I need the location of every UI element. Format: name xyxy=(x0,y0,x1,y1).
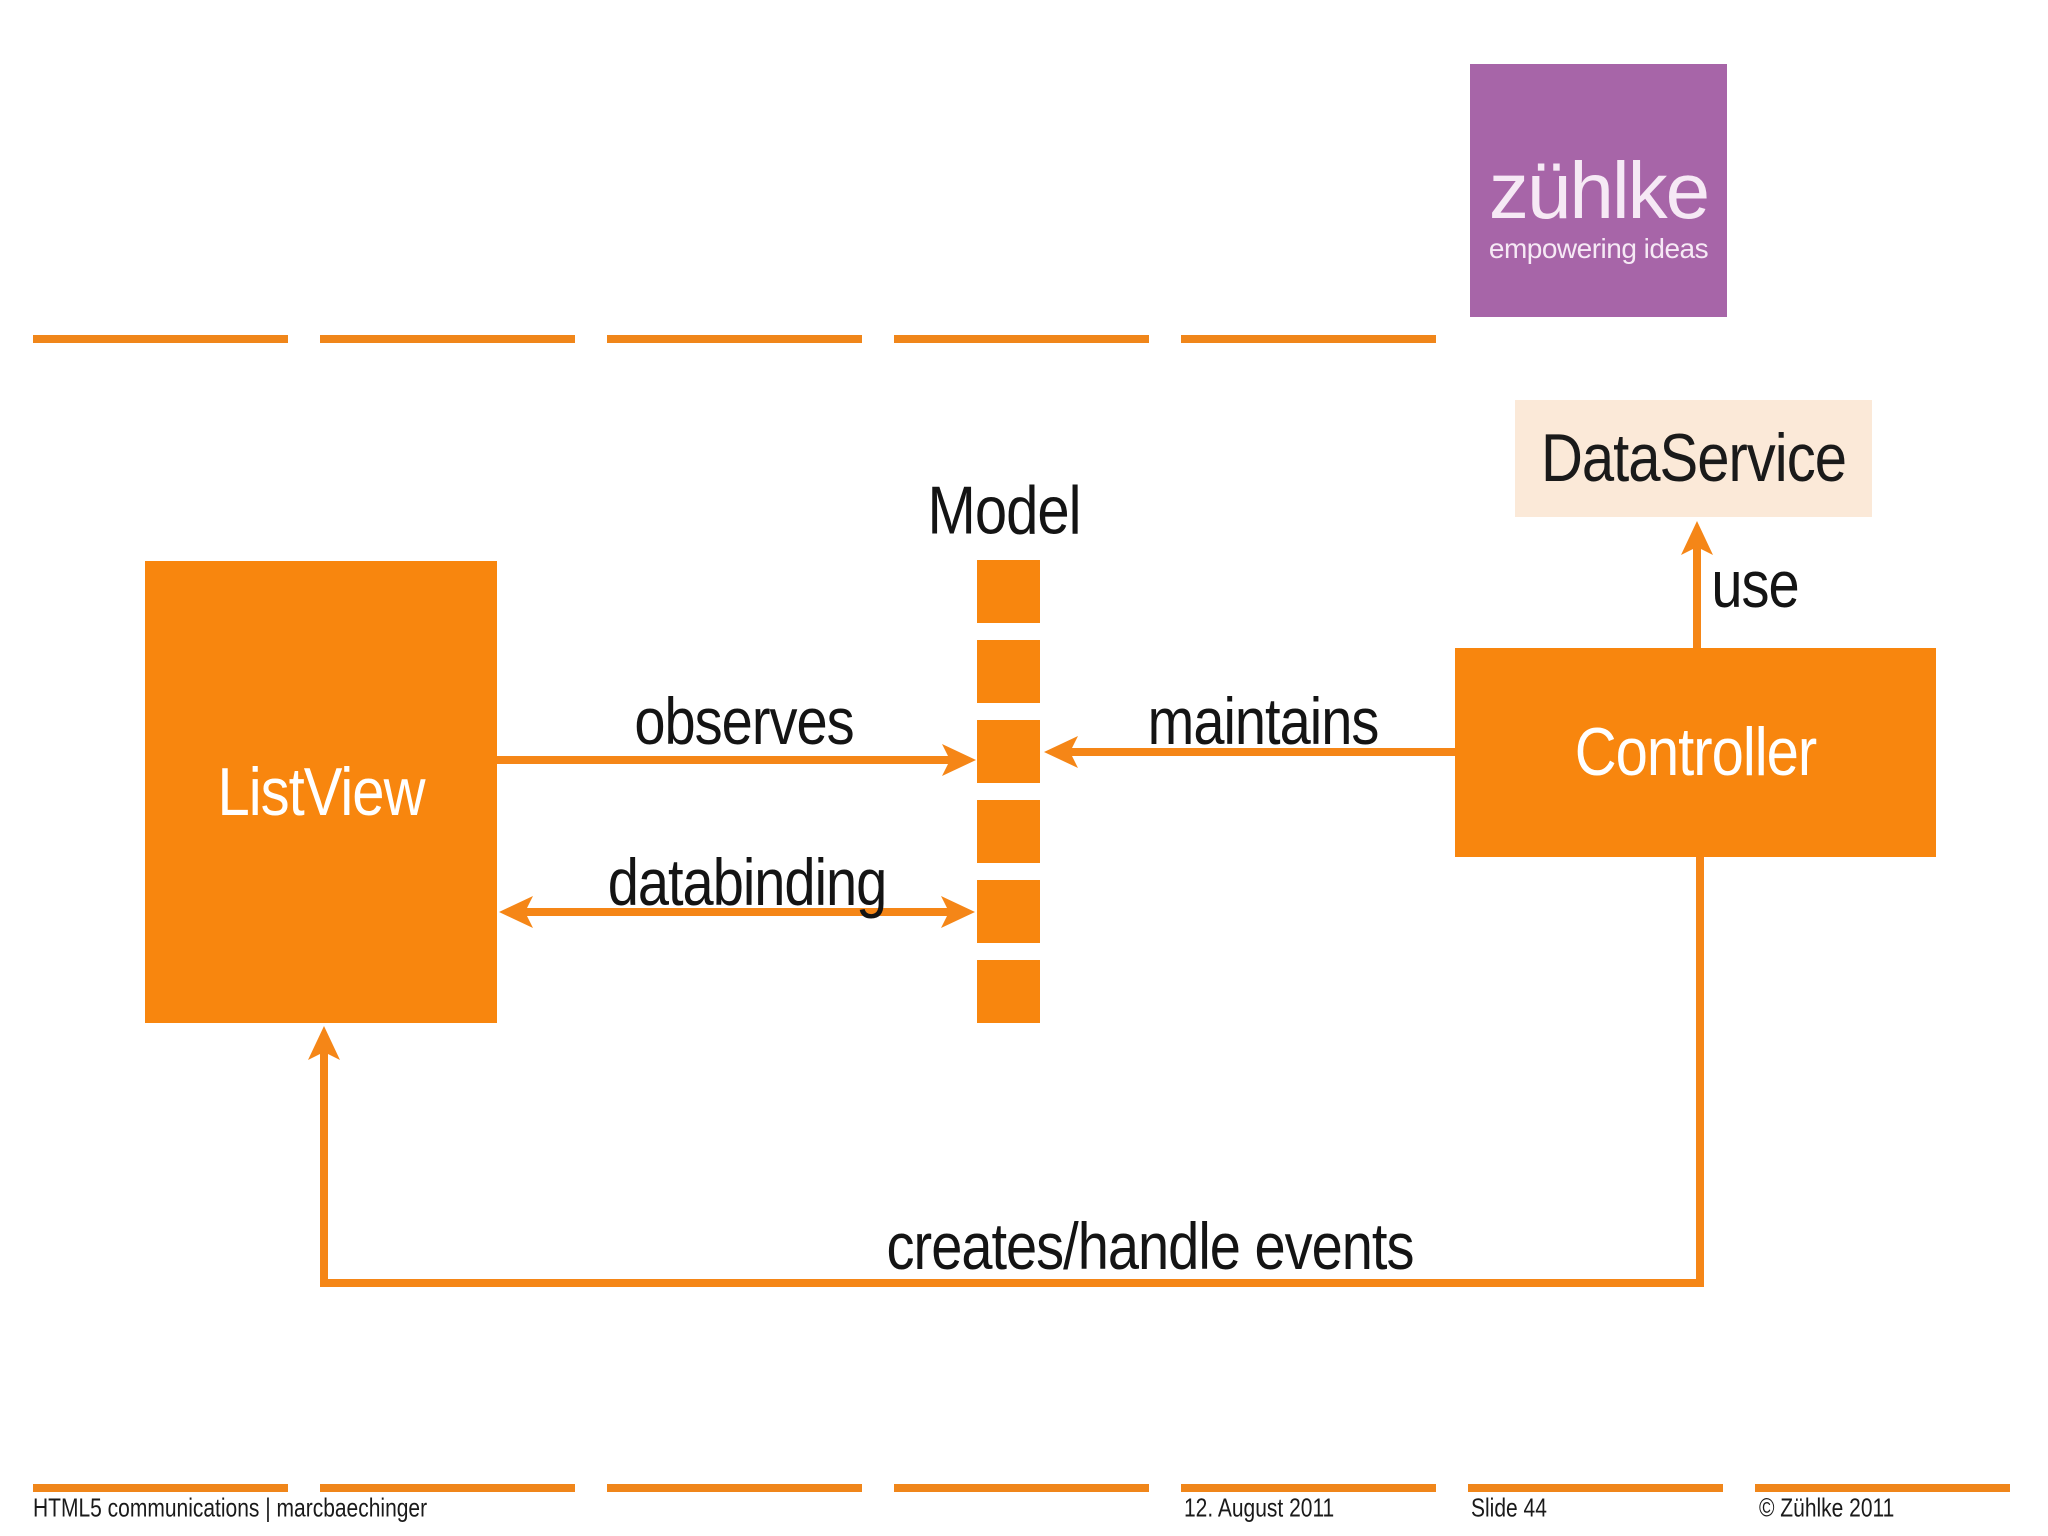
logo-tagline: empowering ideas xyxy=(1488,232,1709,264)
model-segment xyxy=(977,960,1040,1023)
model-segment xyxy=(977,880,1040,943)
zuehlke-logo: zühlke empowering ideas xyxy=(1470,64,1727,317)
top-dashed-rule xyxy=(33,335,1439,343)
model-segment xyxy=(977,560,1040,623)
listview-node-label: ListView xyxy=(217,754,426,830)
controller-node: Controller xyxy=(1455,648,1936,857)
footer-date: 12. August 2011 xyxy=(1184,1494,1335,1523)
observes-arrow xyxy=(497,744,976,776)
dataservice-node-label: DataService xyxy=(1541,420,1847,497)
listview-node: ListView xyxy=(145,561,497,1023)
footer-dashed-rule xyxy=(33,1484,2031,1492)
model-segment xyxy=(977,720,1040,783)
edge-label-creates-handle-events: creates/handle events xyxy=(886,1208,1415,1284)
edge-label-databinding: databinding xyxy=(607,844,888,920)
model-node xyxy=(977,560,1040,1023)
creates-handle-events-arrow xyxy=(308,857,1704,1287)
controller-node-label: Controller xyxy=(1574,714,1817,791)
model-title-label: Model xyxy=(927,473,1082,549)
edge-label-observes: observes xyxy=(634,683,854,759)
footer-copyright: © Zühlke 2011 xyxy=(1759,1494,1895,1523)
footer-presentation-title: HTML5 communications | marcbaechinger xyxy=(33,1494,428,1523)
logo-wordmark: zühlke xyxy=(1488,145,1710,235)
edge-label-use: use xyxy=(1711,546,1799,622)
footer-slide-number: Slide 44 xyxy=(1471,1494,1547,1523)
model-segment xyxy=(977,640,1040,703)
databinding-arrow xyxy=(499,896,975,928)
maintains-arrow xyxy=(1044,736,1455,768)
dataservice-node: DataService xyxy=(1515,400,1872,517)
model-segment xyxy=(977,800,1040,863)
edge-label-maintains: maintains xyxy=(1147,683,1380,759)
use-arrow xyxy=(1681,521,1713,650)
